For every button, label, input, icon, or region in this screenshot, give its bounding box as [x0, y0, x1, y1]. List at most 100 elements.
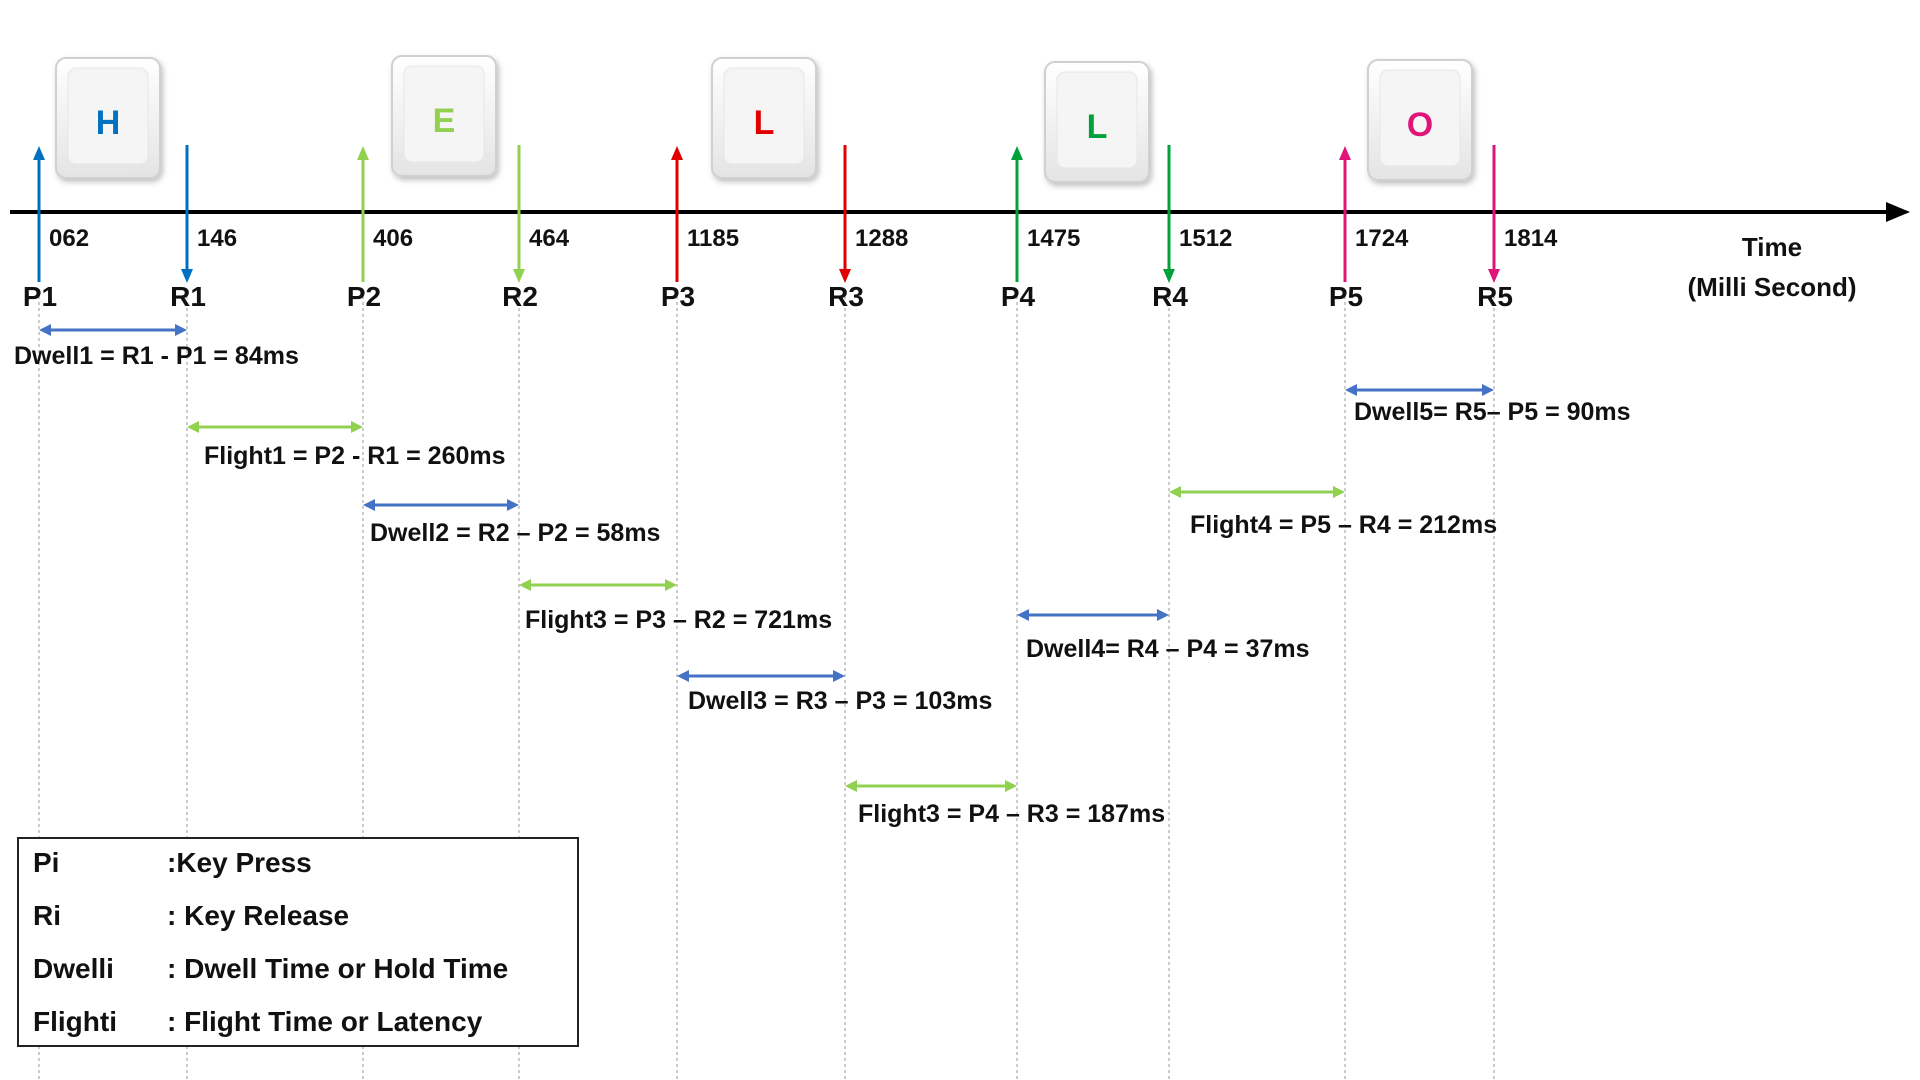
time-value-p2: 406 — [373, 225, 413, 252]
event-label-p5: P5 — [1329, 281, 1363, 312]
dwell-arrowhead-left — [39, 324, 51, 336]
dwell-label: Dwell3 = R3 – P3 = 103ms — [688, 687, 992, 715]
keycap-4: L — [1044, 61, 1150, 183]
flight-arrowhead-left — [845, 780, 857, 792]
keycap-letter: L — [1087, 108, 1108, 146]
dwell-arrowhead-left — [363, 499, 375, 511]
flight-label: Flight1 = P2 - R1 = 260ms — [204, 442, 506, 470]
time-value-r2: 464 — [529, 225, 570, 252]
dwell-arrowhead-left — [1017, 609, 1029, 621]
axis-title-line2: (Milli Second) — [1688, 272, 1857, 302]
event-label-p2: P2 — [347, 281, 381, 312]
keycap-1: H — [55, 57, 161, 179]
event-label-r1: R1 — [170, 281, 206, 312]
time-value-r5: 1814 — [1504, 225, 1558, 252]
press-arrowhead — [1011, 146, 1023, 160]
dwell-arrowhead-right — [1157, 609, 1169, 621]
keycap-3: L — [711, 57, 817, 179]
legend-description: :Key Press — [167, 847, 312, 878]
legend-description: : Key Release — [167, 900, 350, 931]
flight-interval-6: Flight3 = P4 – R3 = 187ms — [845, 780, 1165, 828]
legend: Pi :Key Press Ri : Key Release Dwelli : … — [17, 837, 579, 1047]
dwell-arrowhead-right — [175, 324, 187, 336]
legend-description: : Flight Time or Latency — [167, 1006, 483, 1037]
flight-interval-2: Flight1 = P2 - R1 = 260ms — [187, 421, 506, 470]
flight-arrowhead-left — [187, 421, 199, 433]
dwell-label: Dwell1 = R1 - P1 = 84ms — [14, 342, 299, 370]
flight-arrowhead-right — [1005, 780, 1017, 792]
legend-term: Ri — [33, 900, 61, 931]
release-arrowhead — [839, 269, 851, 283]
flight-interval-8: Flight4 = P5 – R4 = 212ms — [1169, 486, 1497, 539]
vertical-guide-lines — [38, 290, 1495, 1080]
release-arrowhead — [513, 269, 525, 283]
flight-label: Flight3 = P4 – R3 = 187ms — [858, 800, 1165, 828]
keycap-letter: E — [433, 102, 456, 140]
time-value-p1: 062 — [49, 225, 89, 252]
time-value-r1: 146 — [197, 225, 237, 252]
press-arrowhead — [1339, 146, 1351, 160]
keycap-top — [403, 65, 485, 163]
dwell-arrowhead-right — [507, 499, 519, 511]
flight-arrowhead-left — [1169, 486, 1181, 498]
event-label-p1: P1 — [23, 281, 57, 312]
flight-arrowhead-right — [665, 579, 677, 591]
legend-term: Flighti — [33, 1006, 117, 1037]
time-value-p4: 1475 — [1027, 225, 1080, 252]
event-label-p4: P4 — [1001, 281, 1036, 312]
legend-term: Pi — [33, 847, 60, 878]
dwell-arrowhead-right — [833, 670, 845, 682]
keycap-top — [67, 67, 149, 165]
dwell-arrowhead-left — [677, 670, 689, 682]
release-arrowhead — [181, 269, 193, 283]
time-value-r3: 1288 — [855, 225, 908, 252]
time-value-r4: 1512 — [1179, 225, 1232, 252]
time-value-p5: 1724 — [1355, 225, 1409, 252]
dwell-arrowhead-left — [1345, 384, 1357, 396]
keycap-letter: O — [1407, 106, 1433, 144]
dwell-interval-9: Dwell5= R5– P5 = 90ms — [1345, 384, 1631, 426]
dwell-interval-1: Dwell1 = R1 - P1 = 84ms — [14, 324, 299, 370]
flight-label: Flight3 = P3 – R2 = 721ms — [525, 606, 832, 634]
keycap-top — [1056, 71, 1138, 169]
time-value-p3: 1185 — [687, 225, 739, 252]
keycap-top — [1379, 69, 1461, 167]
release-arrowhead — [1163, 269, 1175, 283]
keycap-letter: H — [96, 104, 121, 142]
event-label-p3: P3 — [661, 281, 695, 312]
keycap-2: E — [391, 55, 497, 177]
press-arrowhead — [357, 146, 369, 160]
flight-arrowhead-right — [1333, 486, 1345, 498]
flight-interval-4: Flight3 = P3 – R2 = 721ms — [519, 579, 832, 634]
keycap-5: O — [1367, 59, 1473, 181]
flight-arrowhead-right — [351, 421, 363, 433]
legend-description: : Dwell Time or Hold Time — [167, 953, 509, 984]
keycap-letter: L — [754, 104, 775, 142]
dwell-arrowhead-right — [1482, 384, 1494, 396]
event-label-r5: R5 — [1477, 281, 1513, 312]
flight-arrowhead-left — [519, 579, 531, 591]
press-arrowhead — [33, 146, 45, 160]
axis-title-line1: Time — [1742, 232, 1802, 262]
dwell-label: Dwell2 = R2 – P2 = 58ms — [370, 519, 660, 547]
legend-term: Dwelli — [33, 953, 114, 984]
keycap-top — [723, 67, 805, 165]
dwell-label: Dwell5= R5– P5 = 90ms — [1354, 398, 1631, 426]
press-arrowhead — [671, 146, 683, 160]
event-label-r3: R3 — [828, 281, 864, 312]
flight-label: Flight4 = P5 – R4 = 212ms — [1190, 511, 1497, 539]
dwell-interval-5: Dwell3 = R3 – P3 = 103ms — [677, 670, 992, 715]
release-arrowhead — [1488, 269, 1500, 283]
event-label-r2: R2 — [502, 281, 538, 312]
